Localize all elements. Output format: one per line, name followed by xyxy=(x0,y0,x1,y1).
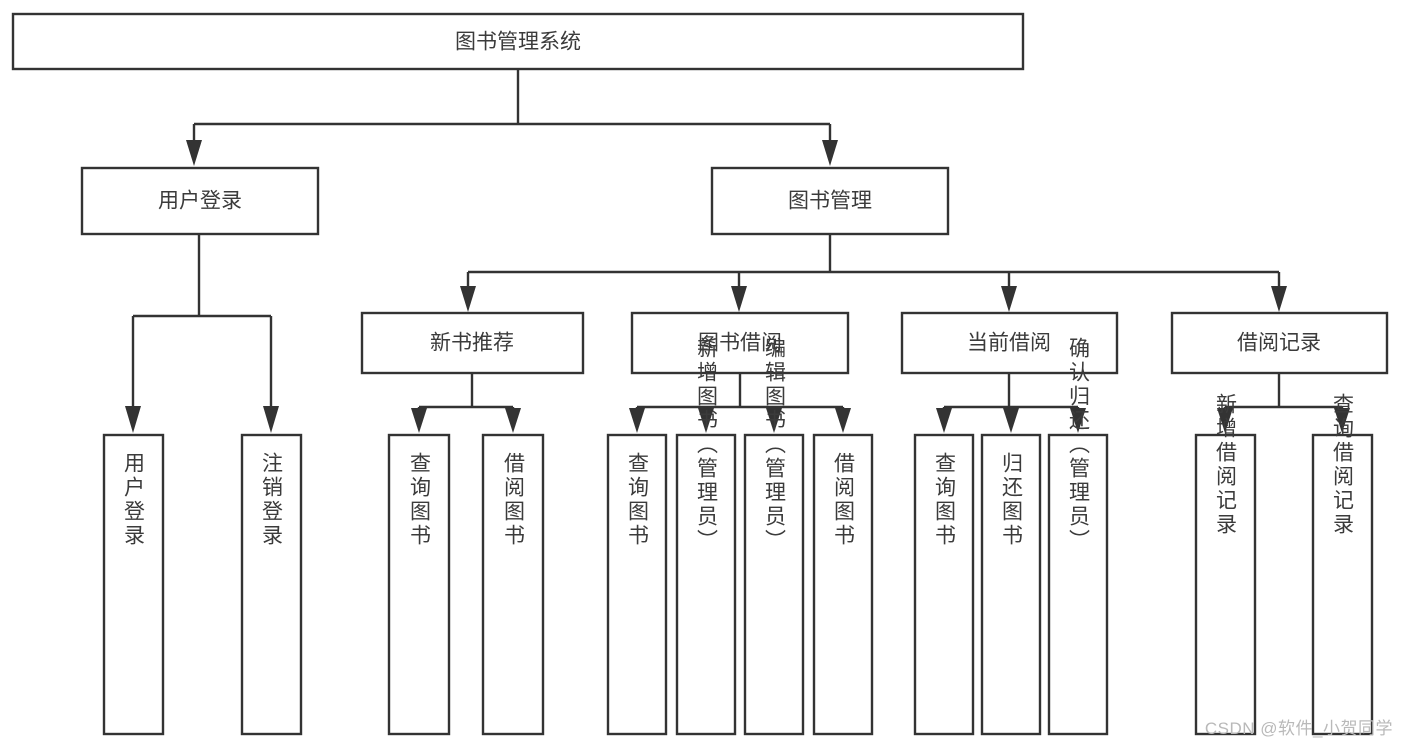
connector-group-root xyxy=(186,69,838,166)
leaf-user-login-2[interactable]: 注销登录 xyxy=(240,433,303,736)
node-book-borrow-box[interactable] xyxy=(630,311,850,375)
arrow-head-cb-leaf-1 xyxy=(936,408,952,433)
node-current-borrow-label: 当前借阅 xyxy=(967,332,1051,355)
arrow-head-nbr-leaf-2 xyxy=(505,408,521,433)
node-borrow-records[interactable]: 借阅记录 xyxy=(1170,311,1389,375)
leaf-borrow-records-1-box[interactable] xyxy=(1194,433,1257,736)
connector-group-book-borrow xyxy=(629,373,851,433)
leaf-book-borrow-1-box[interactable] xyxy=(606,433,668,736)
arrow-head-br-leaf-2 xyxy=(1334,408,1350,433)
leaf-user-login-2-label: 注销登录 xyxy=(260,452,284,548)
leaf-book-borrow-4-label: 借阅图书 xyxy=(832,452,856,548)
leaf-book-borrow-4[interactable]: 借阅图书 xyxy=(812,433,874,736)
leaf-book-borrow-1[interactable]: 查询图书 xyxy=(606,433,668,736)
leaf-current-borrow-1-box[interactable] xyxy=(913,433,975,736)
node-current-borrow[interactable]: 当前借阅 xyxy=(900,311,1119,375)
node-new-book-recommend-box[interactable] xyxy=(360,311,585,375)
arrow-head-cb-leaf-3 xyxy=(1070,408,1086,433)
arrow-head-borrow-records xyxy=(1271,286,1287,312)
leaf-borrow-records-1-label: 新增借阅记录 xyxy=(1214,393,1238,537)
leaf-user-login-1-box[interactable] xyxy=(102,433,165,736)
arrow-head-book-manage xyxy=(822,140,838,166)
connector-group-new-book-recommend xyxy=(411,373,521,433)
arrow-head-book-borrow xyxy=(731,286,747,312)
leaf-book-borrow-3[interactable]: 编辑图书（管理员） xyxy=(743,337,805,736)
connector-group-current-borrow xyxy=(936,373,1086,433)
arrow-head-user-login-leaf-1 xyxy=(125,406,141,433)
leaf-current-borrow-3[interactable]: 确认归还（管理员） xyxy=(1047,337,1109,736)
node-book-borrow-label: 图书借阅 xyxy=(698,332,782,355)
leaf-new-book-recommend-1[interactable]: 查询图书 xyxy=(387,433,451,736)
leaf-book-borrow-3-box[interactable] xyxy=(743,433,805,736)
node-root-box[interactable] xyxy=(11,12,1025,71)
node-borrow-records-box[interactable] xyxy=(1170,311,1389,375)
leaf-borrow-records-2-box[interactable] xyxy=(1311,433,1374,736)
arrow-head-bb-leaf-1 xyxy=(629,408,645,433)
connector-group-book-manage xyxy=(460,234,1287,312)
node-root[interactable]: 图书管理系统 xyxy=(11,12,1025,71)
leaf-user-login-2-box[interactable] xyxy=(240,433,303,736)
arrow-head-bb-leaf-2 xyxy=(698,408,714,433)
leaf-book-borrow-2[interactable]: 新增图书（管理员） xyxy=(675,337,737,736)
arrow-head-new-book-recommend xyxy=(460,286,476,312)
arrow-head-bb-leaf-3 xyxy=(766,408,782,433)
leaf-current-borrow-1-label: 查询图书 xyxy=(933,452,957,548)
node-book-borrow[interactable]: 图书借阅 xyxy=(630,311,850,375)
leaf-book-borrow-3-label: 编辑图书（管理员） xyxy=(763,337,787,553)
arrow-head-user-login-leaf-2 xyxy=(263,406,279,433)
node-new-book-recommend-label: 新书推荐 xyxy=(430,332,514,355)
node-book-manage-box[interactable] xyxy=(710,166,950,236)
arrow-head-br-leaf-1 xyxy=(1217,408,1233,433)
leaf-current-borrow-1[interactable]: 查询图书 xyxy=(913,433,975,736)
node-current-borrow-box[interactable] xyxy=(900,311,1119,375)
node-new-book-recommend[interactable]: 新书推荐 xyxy=(360,311,585,375)
node-book-manage[interactable]: 图书管理 xyxy=(710,166,950,236)
leaf-current-borrow-3-label: 确认归还（管理员） xyxy=(1067,337,1091,553)
node-root-label: 图书管理系统 xyxy=(455,31,581,54)
arrow-head-current-borrow xyxy=(1001,286,1017,312)
node-user-login-label: 用户登录 xyxy=(158,190,242,213)
arrow-head-cb-leaf-2 xyxy=(1003,408,1019,433)
node-borrow-records-label: 借阅记录 xyxy=(1237,332,1321,355)
leaf-current-borrow-2[interactable]: 归还图书 xyxy=(980,433,1042,736)
node-user-login-box[interactable] xyxy=(80,166,320,236)
leaf-current-borrow-2-label: 归还图书 xyxy=(1000,452,1024,548)
leaf-user-login-1[interactable]: 用户登录 xyxy=(102,433,165,736)
node-user-login[interactable]: 用户登录 xyxy=(80,166,320,236)
leaf-book-borrow-2-label: 新增图书（管理员） xyxy=(695,337,719,553)
leaf-borrow-records-2[interactable]: 查询借阅记录 xyxy=(1311,393,1374,736)
leaf-current-borrow-2-box[interactable] xyxy=(980,433,1042,736)
leaf-book-borrow-2-box[interactable] xyxy=(675,433,737,736)
leaf-new-book-recommend-2-box[interactable] xyxy=(481,433,545,736)
arrow-head-nbr-leaf-1 xyxy=(411,408,427,433)
leaf-book-borrow-1-label: 查询图书 xyxy=(626,452,650,548)
leaf-new-book-recommend-1-box[interactable] xyxy=(387,433,451,736)
connector-group-user-login xyxy=(125,234,279,433)
leaf-new-book-recommend-2-label: 借阅图书 xyxy=(502,452,526,548)
leaf-borrow-records-2-label: 查询借阅记录 xyxy=(1331,393,1355,537)
arrow-head-user-login xyxy=(186,140,202,166)
connector-group-borrow-records xyxy=(1217,373,1350,433)
leaf-new-book-recommend-1-label: 查询图书 xyxy=(408,452,432,548)
leaf-book-borrow-4-box[interactable] xyxy=(812,433,874,736)
node-book-manage-label: 图书管理 xyxy=(788,190,872,213)
leaf-user-login-1-label: 用户登录 xyxy=(122,452,146,548)
arrow-head-bb-leaf-4 xyxy=(835,408,851,433)
leaf-new-book-recommend-2[interactable]: 借阅图书 xyxy=(481,433,545,736)
leaf-current-borrow-3-box[interactable] xyxy=(1047,433,1109,736)
leaf-borrow-records-1[interactable]: 新增借阅记录 xyxy=(1194,393,1257,736)
